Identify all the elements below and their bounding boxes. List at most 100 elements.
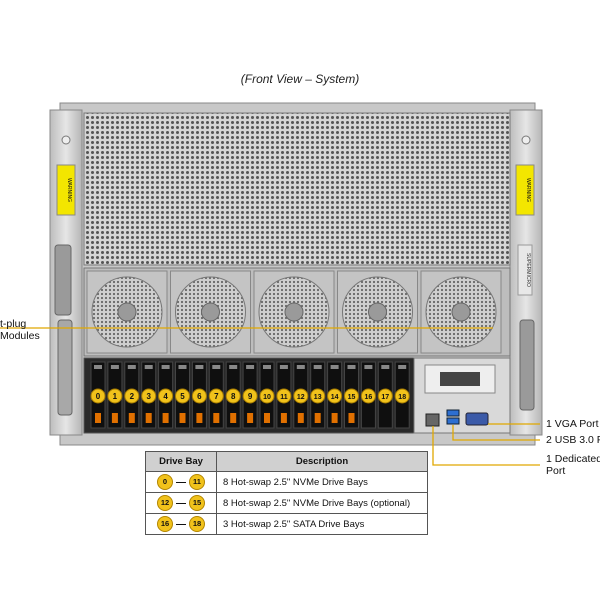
- drive-latch: [398, 365, 407, 369]
- drive-number-badge: [276, 388, 292, 404]
- bay-badge: 15: [189, 495, 205, 511]
- drive-bay[interactable]: 3: [141, 361, 157, 429]
- drive-number-badge: [208, 388, 224, 404]
- drive-release-tab: [230, 413, 237, 423]
- drive-bay[interactable]: 6: [191, 361, 207, 429]
- drive-release-tab: [297, 413, 304, 423]
- drive-bay[interactable]: 8: [225, 361, 241, 429]
- usb-leader-line: [452, 425, 540, 441]
- drive-number-label: 0: [96, 392, 101, 401]
- drive-release-tab: [128, 413, 135, 423]
- drive-number-badge: [377, 388, 393, 404]
- drive-number-label: 15: [348, 394, 356, 401]
- drive-number-label: 7: [214, 392, 219, 401]
- drive-number-label: 8: [231, 392, 236, 401]
- drive-release-tab: [111, 413, 118, 423]
- drive-latch: [144, 365, 153, 369]
- gpu-mesh-panel: [83, 112, 511, 266]
- drive-bay[interactable]: 4: [158, 361, 174, 429]
- drive-latch: [364, 365, 373, 369]
- drive-number-label: 11: [280, 394, 288, 401]
- drive-bay[interactable]: 9: [242, 361, 258, 429]
- drive-number-badge: [191, 388, 207, 404]
- drive-latch: [330, 365, 339, 369]
- drive-release-tab: [213, 413, 220, 423]
- drive-number-badge: [225, 388, 241, 404]
- bay-badge: 0: [157, 474, 173, 490]
- usb-port-1[interactable]: [446, 409, 460, 417]
- header-drive-bay: Drive Bay: [145, 451, 217, 472]
- drive-bay[interactable]: 13: [310, 361, 326, 429]
- drive-number-label: 2: [130, 392, 135, 401]
- drive-release-tab: [247, 413, 254, 423]
- drive-latch: [296, 365, 305, 369]
- vga-callout: 1 VGA Port: [546, 418, 599, 430]
- left-warning-text: WARNING: [66, 178, 72, 202]
- drive-number-label: 10: [263, 394, 271, 401]
- lan-callout-line1: 1 Dedicated: [546, 453, 600, 465]
- drive-bay[interactable]: 12: [293, 361, 309, 429]
- drive-number-badge: [344, 388, 359, 404]
- drive-release-tab: [264, 413, 270, 423]
- drive-latch: [178, 365, 187, 369]
- drive-bay[interactable]: 0: [90, 361, 106, 429]
- lan-port[interactable]: [425, 413, 440, 427]
- drive-bay[interactable]: 18: [394, 361, 410, 429]
- drive-latch: [279, 365, 288, 369]
- drive-bay[interactable]: 2: [124, 361, 140, 429]
- drive-number-label: 18: [398, 394, 406, 401]
- drive-bay[interactable]: 10: [259, 361, 275, 429]
- hotplug-callout-line1: t-plug: [0, 318, 27, 330]
- usb-port-2[interactable]: [446, 417, 460, 425]
- drive-number-badge: [242, 388, 258, 404]
- drive-latch: [94, 365, 102, 369]
- drive-number-badge: [141, 388, 157, 404]
- drive-bay[interactable]: 17: [377, 361, 393, 429]
- drive-release-tab: [280, 413, 287, 423]
- drive-release-tab: [95, 413, 101, 423]
- bay-description: 8 Hot-swap 2.5" NVMe Drive Bays: [216, 471, 428, 493]
- right-warning-text: WARNING: [525, 178, 531, 202]
- drive-bay[interactable]: 7: [208, 361, 224, 429]
- drive-latch: [246, 365, 255, 369]
- vendor-text: SUPERMICRO: [525, 253, 531, 287]
- fan-hub: [201, 302, 220, 322]
- bay-description: 3 Hot-swap 2.5" SATA Drive Bays: [216, 513, 428, 535]
- drive-release-tab: [196, 413, 203, 423]
- drive-latch: [195, 365, 204, 369]
- drive-number-label: 1: [113, 392, 118, 401]
- drive-number-label: 5: [180, 392, 185, 401]
- drive-bay[interactable]: 15: [344, 361, 359, 429]
- vga-port[interactable]: [465, 412, 489, 426]
- drive-number-badge: [293, 388, 309, 404]
- drive-number-badge: [394, 388, 410, 404]
- right-handle[interactable]: [519, 319, 535, 411]
- drive-bay[interactable]: 14: [327, 361, 343, 429]
- drive-number-label: 16: [365, 394, 373, 401]
- drive-bay[interactable]: 16: [360, 361, 376, 429]
- lan-callout: 1 Dedicated Port: [546, 453, 600, 477]
- bay-badge: 12: [157, 495, 173, 511]
- fan-hub: [284, 302, 304, 322]
- drive-latch: [381, 365, 390, 369]
- drive-latch: [110, 365, 119, 369]
- drive-latch: [229, 365, 238, 369]
- left-handle[interactable]: [54, 244, 72, 316]
- drive-release-tab: [179, 413, 186, 423]
- drive-latch: [263, 365, 271, 369]
- hotplug-callout-line2: Modules: [0, 330, 40, 342]
- drive-bay[interactable]: 5: [175, 361, 190, 429]
- drive-release-tab: [348, 413, 355, 423]
- bay-badge: 16: [157, 516, 173, 532]
- drive-release-tab: [331, 413, 338, 423]
- drive-bay[interactable]: 1: [107, 361, 123, 429]
- drive-bay[interactable]: 11: [276, 361, 292, 429]
- drive-number-label: 6: [197, 392, 202, 401]
- left-lower-handle[interactable]: [57, 319, 73, 416]
- table-header-row: Drive Bay Description: [145, 451, 428, 472]
- drive-number-badge: [310, 388, 326, 404]
